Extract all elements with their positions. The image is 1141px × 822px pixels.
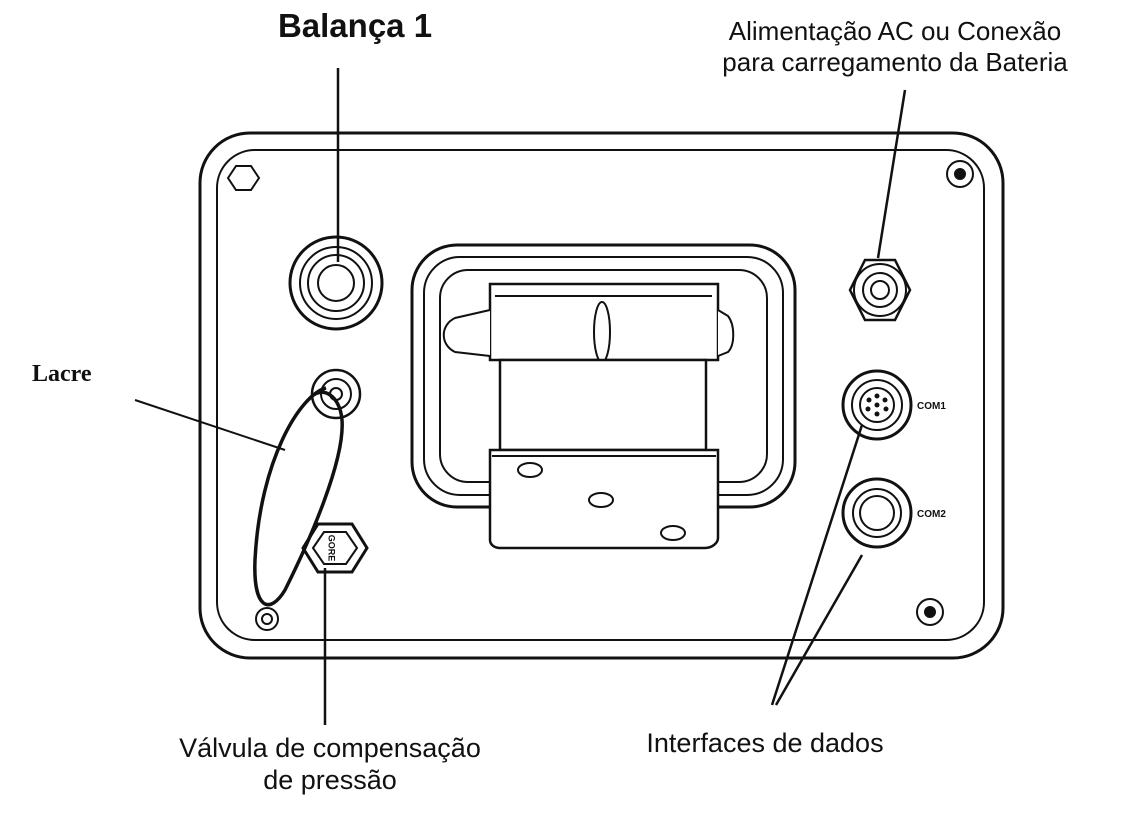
pressure-valve-label-line-2: de pressão [263,765,397,796]
handle-hinge [442,282,735,550]
com2-label: COM2 [917,509,946,520]
screw-bottom-right [916,598,944,626]
ac-power-connector [848,258,912,322]
ac-power-label-line-1: Alimentação AC ou Conexão [728,16,1062,46]
com2-connector [841,477,913,549]
back-panel-inner-outline [216,149,985,641]
ac-power-label-line-2: para carregamento da Bateria [722,47,1068,78]
scale-1-connector [288,235,384,331]
scale-1-label: Balança 1 [277,7,433,44]
screw-bottom-left [255,607,279,631]
data-interfaces-label: Interfaces de dados [646,728,884,758]
hex-screw-top-left [226,165,261,191]
leader-interfaces-com1 [770,424,864,706]
valve-label: GORE [327,535,337,562]
ac-power-label: Alimentação AC ou Conexão para carregame… [655,16,1135,78]
com1-label: COM1 [917,401,946,412]
pressure-valve-label-line-1: Válvula de compensação [179,733,481,763]
leader-interfaces-com2 [774,554,864,706]
seal-label: Lacre [32,361,92,387]
pressure-valve [301,522,369,574]
leader-lacre [134,399,286,451]
screw-top-right [946,160,974,188]
back-panel-outline [198,131,1005,660]
leader-alimentacao [876,89,907,259]
pressure-valve-label: Válvula de compensação de pressão [120,732,540,797]
com1-connector [841,369,913,441]
